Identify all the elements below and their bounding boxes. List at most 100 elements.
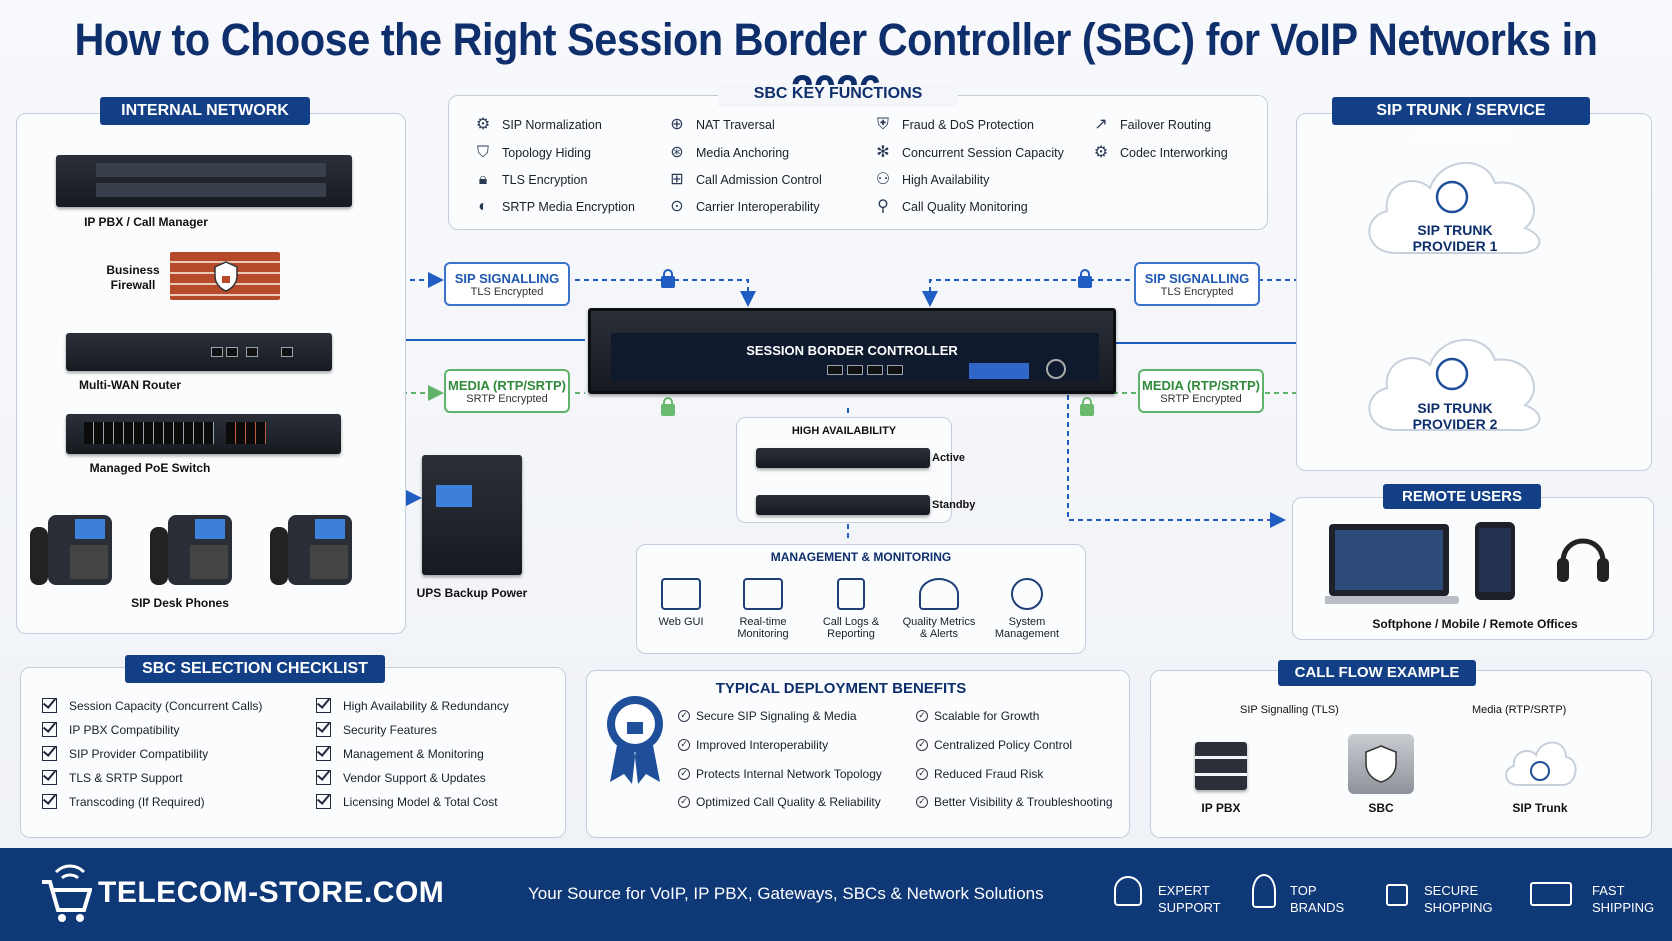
mgmt-label: Web GUI — [658, 616, 704, 628]
checkbox-icon — [42, 794, 57, 809]
headset-icon — [1114, 876, 1142, 906]
benefit-item: ✓ Improved Interoperability — [678, 738, 828, 752]
failover-icon: ↗ — [1094, 116, 1108, 133]
function-label: SIP Normalization — [502, 118, 602, 132]
check-icon: ✓ — [916, 710, 928, 722]
mgmt-label: Call Logs & Reporting — [822, 616, 880, 640]
benefit-label: Optimized Call Quality & Reliability — [696, 795, 881, 809]
remote-caption: Softphone / Mobile / Remote Offices — [1372, 617, 1578, 631]
desk-phones-label: SIP Desk Phones — [131, 596, 229, 610]
checklist-item: Vendor Support & Updates — [316, 770, 486, 785]
footer-feature-line: BRANDS — [1290, 900, 1345, 915]
globe-icon — [1435, 357, 1469, 391]
pill-title: SIP SIGNALLING — [1144, 271, 1250, 286]
benefit-item: ✓Centralized Policy Control — [916, 738, 1072, 752]
checklist-item: Transcoding (If Required) — [42, 794, 205, 809]
mgmt-label: Quality Metrics & Alerts — [902, 616, 976, 640]
desk-phones — [30, 515, 352, 585]
function-label: Media Anchoring — [696, 146, 790, 160]
poe-switch-device — [66, 414, 341, 454]
ribbon-badge-icon — [607, 696, 663, 784]
footer-feature-line: SUPPORT — [1158, 900, 1221, 915]
callflow-cloud-icon — [1505, 741, 1577, 786]
callflow-badge: CALL FLOW EXAMPLE — [1278, 660, 1476, 686]
shield-icon: ⛉ — [476, 144, 489, 161]
checkbox-icon — [42, 722, 57, 737]
phone-icon — [30, 515, 112, 585]
function-label: Topology Hiding — [502, 146, 591, 160]
function-label: NAT Traversal — [696, 118, 775, 132]
pill-sub: TLS Encrypted — [1160, 286, 1234, 298]
pill-sub: TLS Encrypted — [470, 286, 544, 298]
globe-icon — [1435, 180, 1469, 214]
truck-icon — [1530, 882, 1572, 906]
checklist-label: IP PBX Compatibility — [69, 722, 180, 737]
mgmt-label: System Management — [994, 616, 1060, 640]
provider-2-label: SIP TRUNK PROVIDER 2 — [1412, 400, 1498, 432]
checkbox-icon — [42, 746, 57, 761]
check-icon: ✓ — [678, 739, 690, 751]
providers-badge: SIP TRUNK / SERVICE PROVIDERS — [1332, 97, 1590, 147]
checkbox-icon — [316, 770, 331, 785]
gear-icon: ⚙ — [1093, 144, 1109, 161]
checklist-label: Transcoding (If Required) — [69, 794, 205, 809]
check-icon: ✓ — [678, 796, 690, 808]
shield-icon — [214, 261, 238, 292]
ups-device — [422, 455, 522, 575]
lock-icon — [1078, 269, 1092, 288]
mgmt-item-system: System Management — [987, 578, 1067, 640]
internal-network-badge: INTERNAL NETWORK — [100, 97, 310, 125]
check-icon: ✓ — [678, 710, 690, 722]
benefit-item: ✓Protects Internal Network Topology — [678, 767, 882, 781]
checkbox-icon — [316, 746, 331, 761]
function-label: Call Admission Control — [696, 173, 822, 187]
network-icon: ⚙ — [475, 116, 491, 133]
gear-icon — [1011, 578, 1043, 610]
checklist-item: IP PBX Compatibility — [42, 722, 180, 737]
pill-sub: SRTP Encrypted — [1160, 393, 1242, 405]
ha-active-unit — [756, 448, 930, 468]
ip-pbx-label: IP PBX / Call Manager — [84, 215, 208, 229]
checklist-panel — [20, 667, 566, 838]
benefit-item: ✓ Optimized Call Quality & Reliability — [678, 795, 881, 809]
footer-brand[interactable]: TELECOM-STORE.COM — [98, 876, 445, 909]
checklist-item: TLS & SRTP Support — [42, 770, 183, 785]
headset-icon — [1560, 538, 1606, 563]
lock-icon — [661, 397, 675, 416]
mgmt-item-realtime: Real-time Monitoring — [723, 578, 803, 640]
checklist-label: Session Capacity (Concurrent Calls) — [69, 698, 263, 713]
benefit-item: ✓Scalable for Growth — [916, 709, 1039, 723]
footer-feature-line: SHIPPING — [1592, 900, 1655, 915]
benefit-item: ✓Better Visibility & Troubleshooting — [916, 795, 1113, 809]
benefit-label: Reduced Fraud Risk — [934, 767, 1044, 781]
function-label: Call Quality Monitoring — [902, 200, 1028, 214]
checklist-item: Security Features — [316, 722, 437, 737]
cart-icon — [42, 864, 92, 922]
alert-icon — [919, 578, 959, 610]
switch-label: Managed PoE Switch — [89, 461, 211, 475]
lock-icon: 🔒︎ — [478, 171, 488, 188]
benefit-label: Protects Internal Network Topology — [696, 767, 882, 781]
router-label: Multi-WAN Router — [79, 378, 181, 392]
checklist-item: Management & Monitoring — [316, 746, 484, 761]
checklist-item: High Availability & Redundancy — [316, 698, 509, 713]
callflow-trunk-label: SIP Trunk — [1512, 801, 1568, 815]
benefit-item: ✓Secure SIP Signaling & Media — [678, 709, 857, 723]
cloud-provider-2 — [1368, 338, 1541, 432]
ha-active-label: Active — [932, 452, 966, 464]
legend-media: Media (RTP/SRTP) — [1472, 704, 1567, 716]
shield-icon: ◐ — [478, 198, 488, 215]
checkbox-icon — [316, 698, 331, 713]
function-label: Fraud & DoS Protection — [902, 118, 1035, 132]
callflow-sbc-label: SBC — [1368, 801, 1394, 815]
sbc-name: SESSION BORDER CONTROLLER — [746, 343, 958, 358]
benefit-label: Improved Interoperability — [696, 738, 829, 752]
users-icon: ⚇ — [875, 171, 891, 188]
checklist-label: TLS & SRTP Support — [69, 770, 183, 785]
lock-icon — [1386, 884, 1408, 906]
